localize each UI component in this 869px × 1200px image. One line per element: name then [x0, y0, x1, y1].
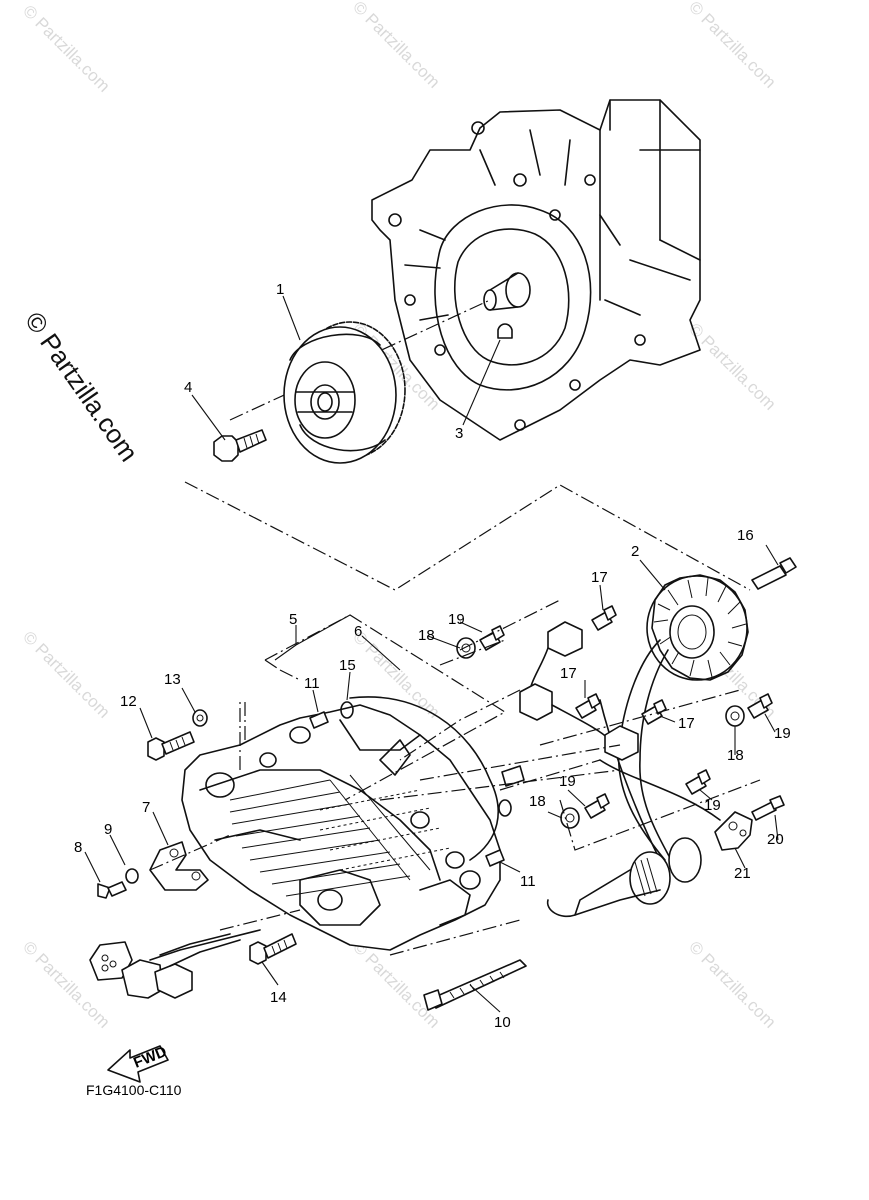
- wire-loom: [546, 837, 702, 918]
- callout-21: 21: [734, 865, 751, 882]
- cable-tie: [423, 959, 527, 1011]
- callout-19: 19: [704, 797, 721, 814]
- stator-wire: [639, 649, 671, 859]
- watermark: © Partzilla.com: [685, 937, 779, 1031]
- screw: [575, 693, 601, 719]
- callout-19: 19: [448, 611, 465, 628]
- callout-19: 19: [774, 725, 791, 742]
- flywheel-bolt: [213, 429, 267, 462]
- cover-bolt: [147, 731, 195, 761]
- watermark: © Partzilla.com: [19, 627, 113, 721]
- drawing-code: F1G4100-C110: [86, 1082, 182, 1098]
- screw: [584, 793, 610, 819]
- o-ring: [340, 701, 354, 719]
- screw: [479, 625, 505, 651]
- callout-11: 11: [520, 873, 536, 890]
- dowel-pin: [309, 711, 329, 729]
- callout-13: 13: [164, 671, 181, 688]
- callout-2: 2: [631, 543, 639, 560]
- fwd-arrow: FWD: [107, 1043, 169, 1083]
- stator-bolt: [751, 557, 797, 590]
- pickup-coil-lower: [604, 725, 639, 761]
- callout-3: 3: [455, 425, 463, 442]
- crankcase-cover: [181, 704, 501, 951]
- callout-11: 11: [304, 675, 320, 692]
- callout-14: 14: [270, 989, 287, 1006]
- bracket-screw: [97, 881, 127, 899]
- watermark: © Partzilla.com: [685, 0, 779, 92]
- washer: [725, 705, 745, 727]
- woodruff-key: [497, 323, 513, 339]
- callout-9: 9: [104, 821, 112, 838]
- callout-17: 17: [591, 569, 608, 586]
- callout-8: 8: [74, 839, 82, 856]
- callouts: 1 2 3 4 5 6 7 8 9 10 11 11 12 13 14 15 1…: [74, 281, 791, 1031]
- dowel-pin: [485, 849, 505, 867]
- washer: [192, 709, 208, 727]
- callout-17: 17: [560, 665, 577, 682]
- screw: [685, 769, 711, 795]
- engine-block: [371, 99, 701, 441]
- cover-bolt: [249, 933, 297, 965]
- watermark: © Partzilla.com: [685, 319, 779, 413]
- screw: [591, 605, 617, 631]
- watermark: © Partzilla.com: [349, 937, 443, 1031]
- washer: [125, 868, 139, 884]
- callout-15: 15: [339, 657, 356, 674]
- callout-16: 16: [737, 527, 754, 544]
- seal-gasket: [349, 696, 499, 861]
- callout-6: 6: [354, 623, 362, 640]
- callout-1: 1: [276, 281, 284, 298]
- screw: [641, 699, 667, 725]
- callout-17: 17: [678, 715, 695, 732]
- watermark: © Partzilla.com: [349, 0, 443, 92]
- side-watermark: © Partzilla.com: [19, 306, 144, 467]
- grommet-bracket: [714, 811, 753, 851]
- watermark: © Partzilla.com: [19, 1, 113, 95]
- leader-lines: [84, 295, 779, 1013]
- callout-18: 18: [727, 747, 744, 764]
- flywheel: [283, 321, 406, 464]
- stator-wire: [599, 759, 721, 821]
- callout-18: 18: [418, 627, 435, 644]
- stator-coil: [646, 574, 749, 681]
- clamp-bracket: [149, 841, 209, 891]
- wire-connector: [89, 929, 261, 999]
- callout-10: 10: [494, 1014, 511, 1031]
- screw: [747, 693, 773, 719]
- grommet-screw: [751, 795, 785, 821]
- callout-20: 20: [767, 831, 784, 848]
- callout-4: 4: [184, 379, 192, 396]
- callout-7: 7: [142, 799, 150, 816]
- pickup-coil-middle: [519, 683, 611, 741]
- callout-12: 12: [120, 693, 137, 710]
- stator-wire: [599, 699, 661, 861]
- o-ring: [498, 799, 512, 817]
- callout-19: 19: [559, 773, 576, 790]
- callout-5: 5: [289, 611, 297, 628]
- assembly-lines: [149, 481, 761, 956]
- callout-18: 18: [529, 793, 546, 810]
- dowel-pin: [501, 765, 525, 787]
